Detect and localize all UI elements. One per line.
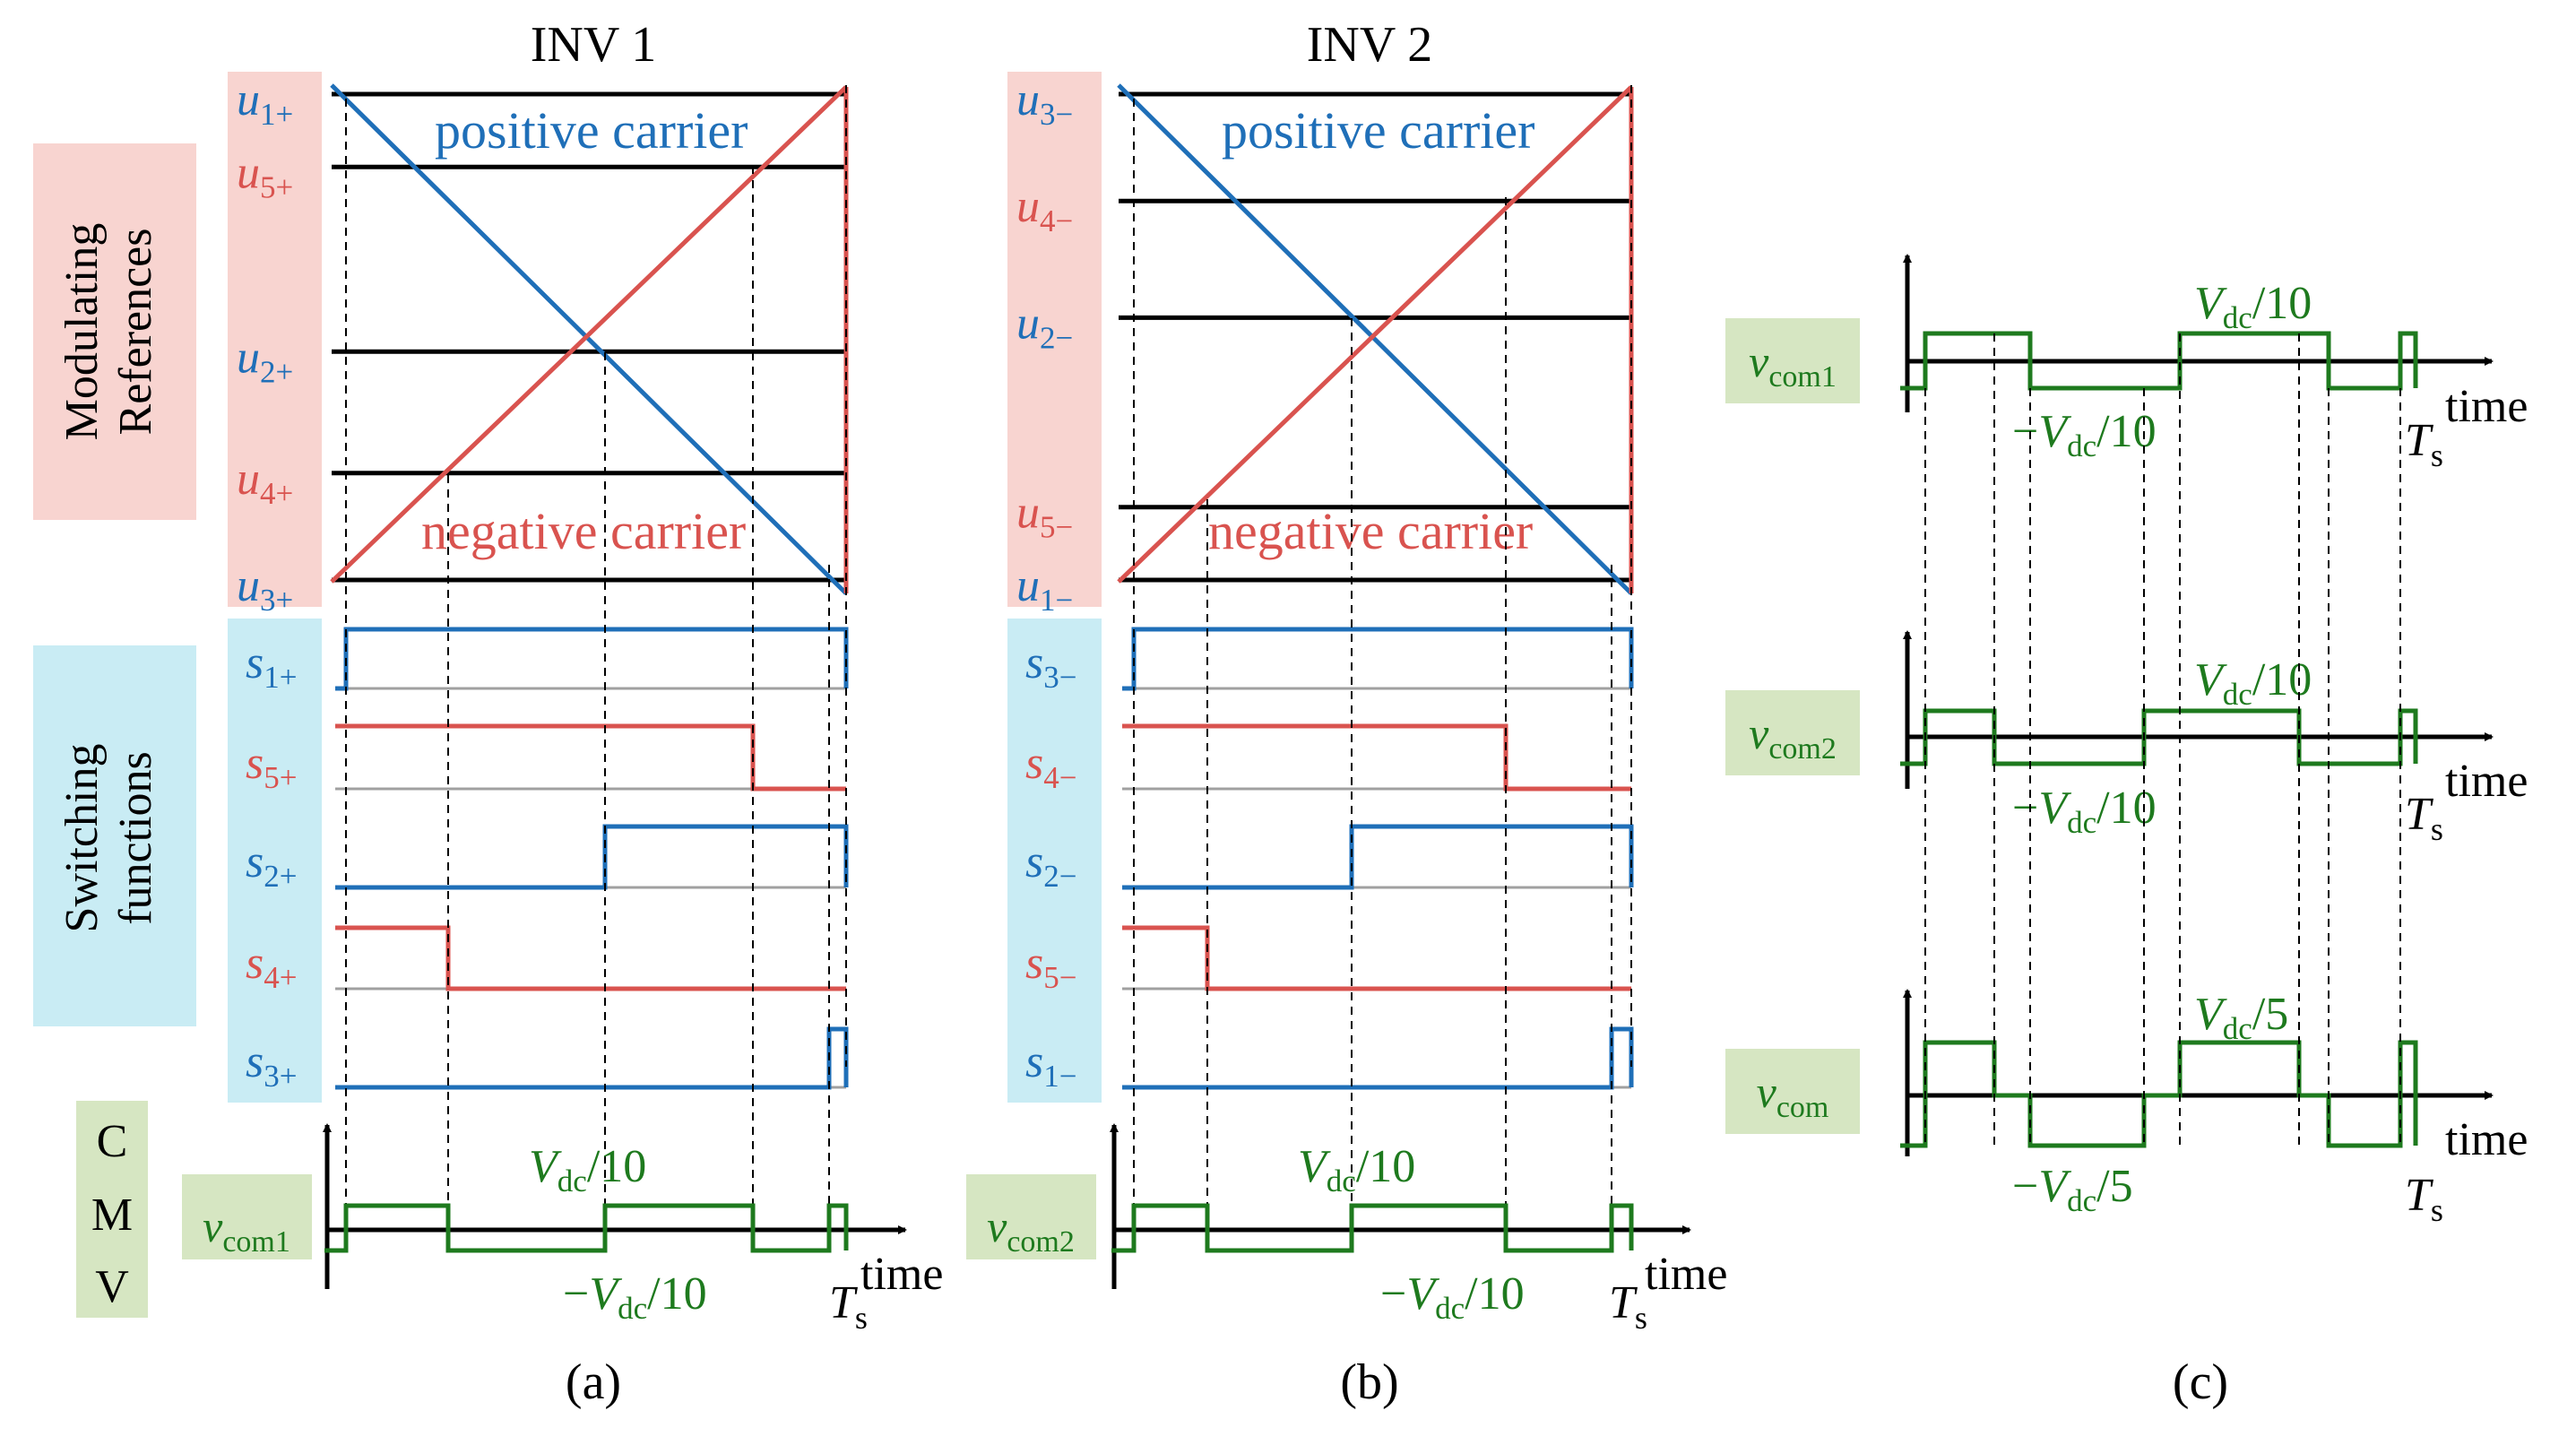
c-ts-label-2: Ts (2405, 1170, 2443, 1228)
c-ts-label-0: Ts (2405, 415, 2443, 473)
cmv-label: vcom1 (203, 1201, 290, 1259)
panel-c-caption: (c) (2173, 1354, 2228, 1410)
switching-label-line2: functions (110, 751, 161, 925)
positive-carrier-line (330, 83, 848, 595)
cmv-negative-level-label: −Vdc/10 (1380, 1268, 1525, 1326)
modulating-references-label: Modulating References (33, 143, 196, 520)
switch-waveform-4 (1122, 1026, 1634, 1090)
cmv-label-c: C (97, 1116, 128, 1167)
reference-label-box (228, 72, 322, 607)
panel-caption: (a) (566, 1354, 621, 1410)
negative-carrier-line (330, 85, 848, 584)
switch-waveform-0 (1122, 627, 1634, 691)
reference-label-3: u5− (1016, 488, 1073, 545)
modulating-label-box (33, 143, 196, 520)
modulating-label-line2: References (110, 229, 161, 436)
switching-label-line1: Switching (56, 744, 108, 933)
negative-carrier-label: negative carrier (421, 502, 746, 560)
cmv-label-m: M (91, 1190, 133, 1241)
switch-label-2: s2− (1025, 836, 1077, 894)
switch-waveform-2 (335, 824, 849, 890)
c-label-box-2 (1725, 1049, 1860, 1134)
panel-title: INV 2 (1307, 17, 1433, 73)
cmv-label-box (182, 1174, 312, 1259)
switch-waveform-2 (1122, 824, 1634, 890)
cmv-label: C M V (76, 1101, 148, 1318)
c-time-label-1: time (2445, 756, 2528, 807)
switch-waveform-3 (335, 925, 846, 991)
cmv-label-v: V (95, 1261, 129, 1312)
negative-carrier-label: negative carrier (1208, 502, 1533, 560)
cmv-positive-level-label: Vdc/10 (529, 1141, 646, 1198)
time-axis-label: time (860, 1249, 943, 1300)
positive-carrier-line (1117, 83, 1633, 595)
switch-label-1: s5+ (246, 738, 298, 795)
switch-waveform-4 (335, 1026, 849, 1090)
c-negative-level-0: −Vdc/10 (2012, 406, 2157, 463)
reference-label-4: u1− (1016, 560, 1073, 618)
reference-label-0: u1+ (237, 74, 293, 132)
switch-label-0: s1+ (246, 637, 298, 695)
reference-label-4: u3+ (237, 560, 293, 618)
switching-label-box (1007, 619, 1102, 1103)
c-label-box-0 (1725, 318, 1860, 403)
panel-b: INV 2 (b) u3− u4− u2− u5− u1− positive carrier n… (966, 17, 1727, 1410)
c-positive-level-1: Vdc/10 (2194, 654, 2312, 712)
cmv-label-box (76, 1101, 148, 1318)
modulating-label-line1: Modulating (56, 223, 108, 441)
switch-label-2: s2+ (246, 836, 298, 894)
c-positive-level-2: Vdc/5 (2194, 989, 2288, 1046)
positive-carrier-label: positive carrier (1222, 101, 1534, 160)
cmv-waveform (324, 1203, 849, 1253)
c-time-label-0: time (2445, 381, 2528, 432)
switch-label-1: s4− (1025, 738, 1077, 795)
panel-caption: (b) (1340, 1354, 1398, 1410)
switching-label-box (33, 645, 196, 1026)
switch-label-3: s5− (1025, 938, 1077, 995)
cmv-waveform (1111, 1203, 1634, 1253)
c-time-label-2: time (2445, 1114, 2528, 1165)
cmv-label-box (966, 1174, 1096, 1259)
ts-label: Ts (829, 1277, 868, 1336)
c-negative-level-2: −Vdc/5 (2012, 1161, 2133, 1218)
reference-label-2: u2+ (237, 332, 293, 389)
c-positive-level-0: Vdc/10 (2194, 278, 2312, 335)
time-axis-label: time (1645, 1249, 1727, 1300)
switch-waveform-0 (335, 627, 849, 691)
switching-label-box (228, 619, 322, 1103)
reference-label-1: u5+ (237, 147, 293, 204)
switch-label-3: s4+ (246, 938, 298, 995)
ts-label: Ts (1609, 1277, 1647, 1336)
reference-label-2: u2− (1016, 298, 1073, 355)
reference-label-0: u3− (1016, 74, 1073, 132)
c-negative-level-1: −Vdc/10 (2012, 783, 2157, 840)
reference-label-box (1007, 72, 1102, 607)
cmv-label: vcom2 (987, 1201, 1075, 1259)
switch-label-4: s3+ (246, 1036, 298, 1094)
switching-functions-label: Switching functions (33, 645, 196, 1026)
c-label-0: vcom1 (1749, 336, 1837, 394)
c-label-box-1 (1725, 690, 1860, 775)
switch-waveform-1 (1122, 723, 1631, 792)
switch-waveform-3 (1122, 925, 1631, 991)
cmv-negative-level-label: −Vdc/10 (563, 1268, 707, 1326)
reference-label-1: u4− (1016, 181, 1073, 238)
c-ts-label-1: Ts (2405, 789, 2443, 847)
switch-label-0: s3− (1025, 637, 1077, 695)
cmv-positive-level-label: Vdc/10 (1298, 1141, 1415, 1198)
switch-label-4: s1− (1025, 1036, 1077, 1094)
switch-waveform-1 (335, 723, 846, 792)
c-label-1: vcom2 (1749, 708, 1837, 766)
negative-carrier-line (1117, 85, 1633, 584)
panel-title: INV 1 (531, 17, 657, 73)
reference-label-3: u4+ (237, 454, 293, 511)
positive-carrier-label: positive carrier (435, 101, 748, 160)
panel-a: INV 1 (a) u1+ u5+ u2+ u4+ u3+ positive carrier n… (182, 17, 943, 1410)
c-label-2: vcom (1757, 1067, 1829, 1124)
